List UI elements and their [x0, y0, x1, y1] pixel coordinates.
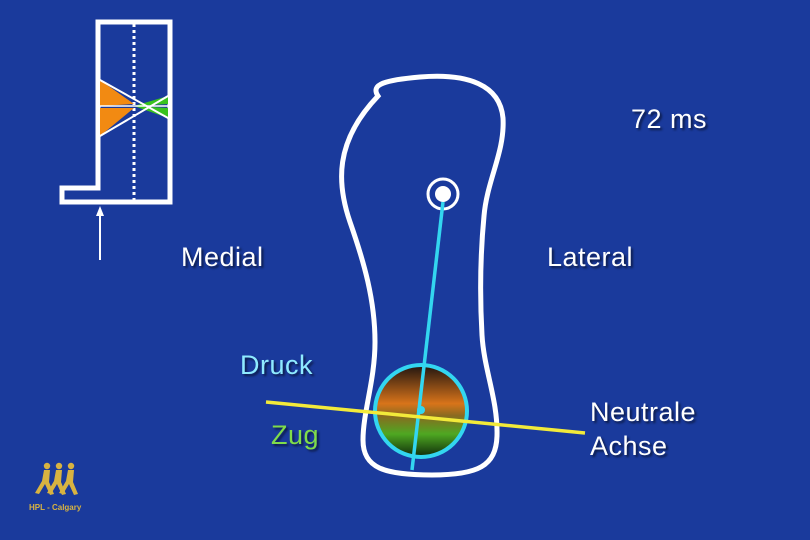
beam-stress-schematic [59, 19, 173, 205]
lateral-label: Lateral [547, 242, 634, 272]
beam-outline [59, 19, 173, 205]
compression-triangle-upper [100, 80, 134, 106]
load-arrow-icon [96, 206, 104, 260]
logo-text: HPL - Calgary [29, 503, 82, 512]
neutral-axis-label: Neutrale Achse [590, 395, 696, 463]
compression-label: Druck [240, 350, 314, 380]
neutral-axis-line [265, 400, 586, 435]
medial-label: Medial [181, 242, 264, 272]
time-label: 72 ms [631, 104, 708, 134]
running-figures-icon [35, 462, 78, 495]
stress-diagonal-b [99, 95, 169, 137]
bone-axis-line [410, 201, 445, 471]
bone-outline [339, 73, 506, 478]
compression-triangle-lower [100, 108, 134, 136]
tension-triangle-lower [134, 106, 168, 118]
neutral-axis-label-line2: Achse [590, 431, 668, 461]
tension-label: Zug [271, 420, 320, 450]
stress-diagonal-a [99, 79, 169, 119]
neutral-axis-label-line1: Neutrale [590, 397, 697, 427]
centroid-dot [417, 406, 425, 414]
